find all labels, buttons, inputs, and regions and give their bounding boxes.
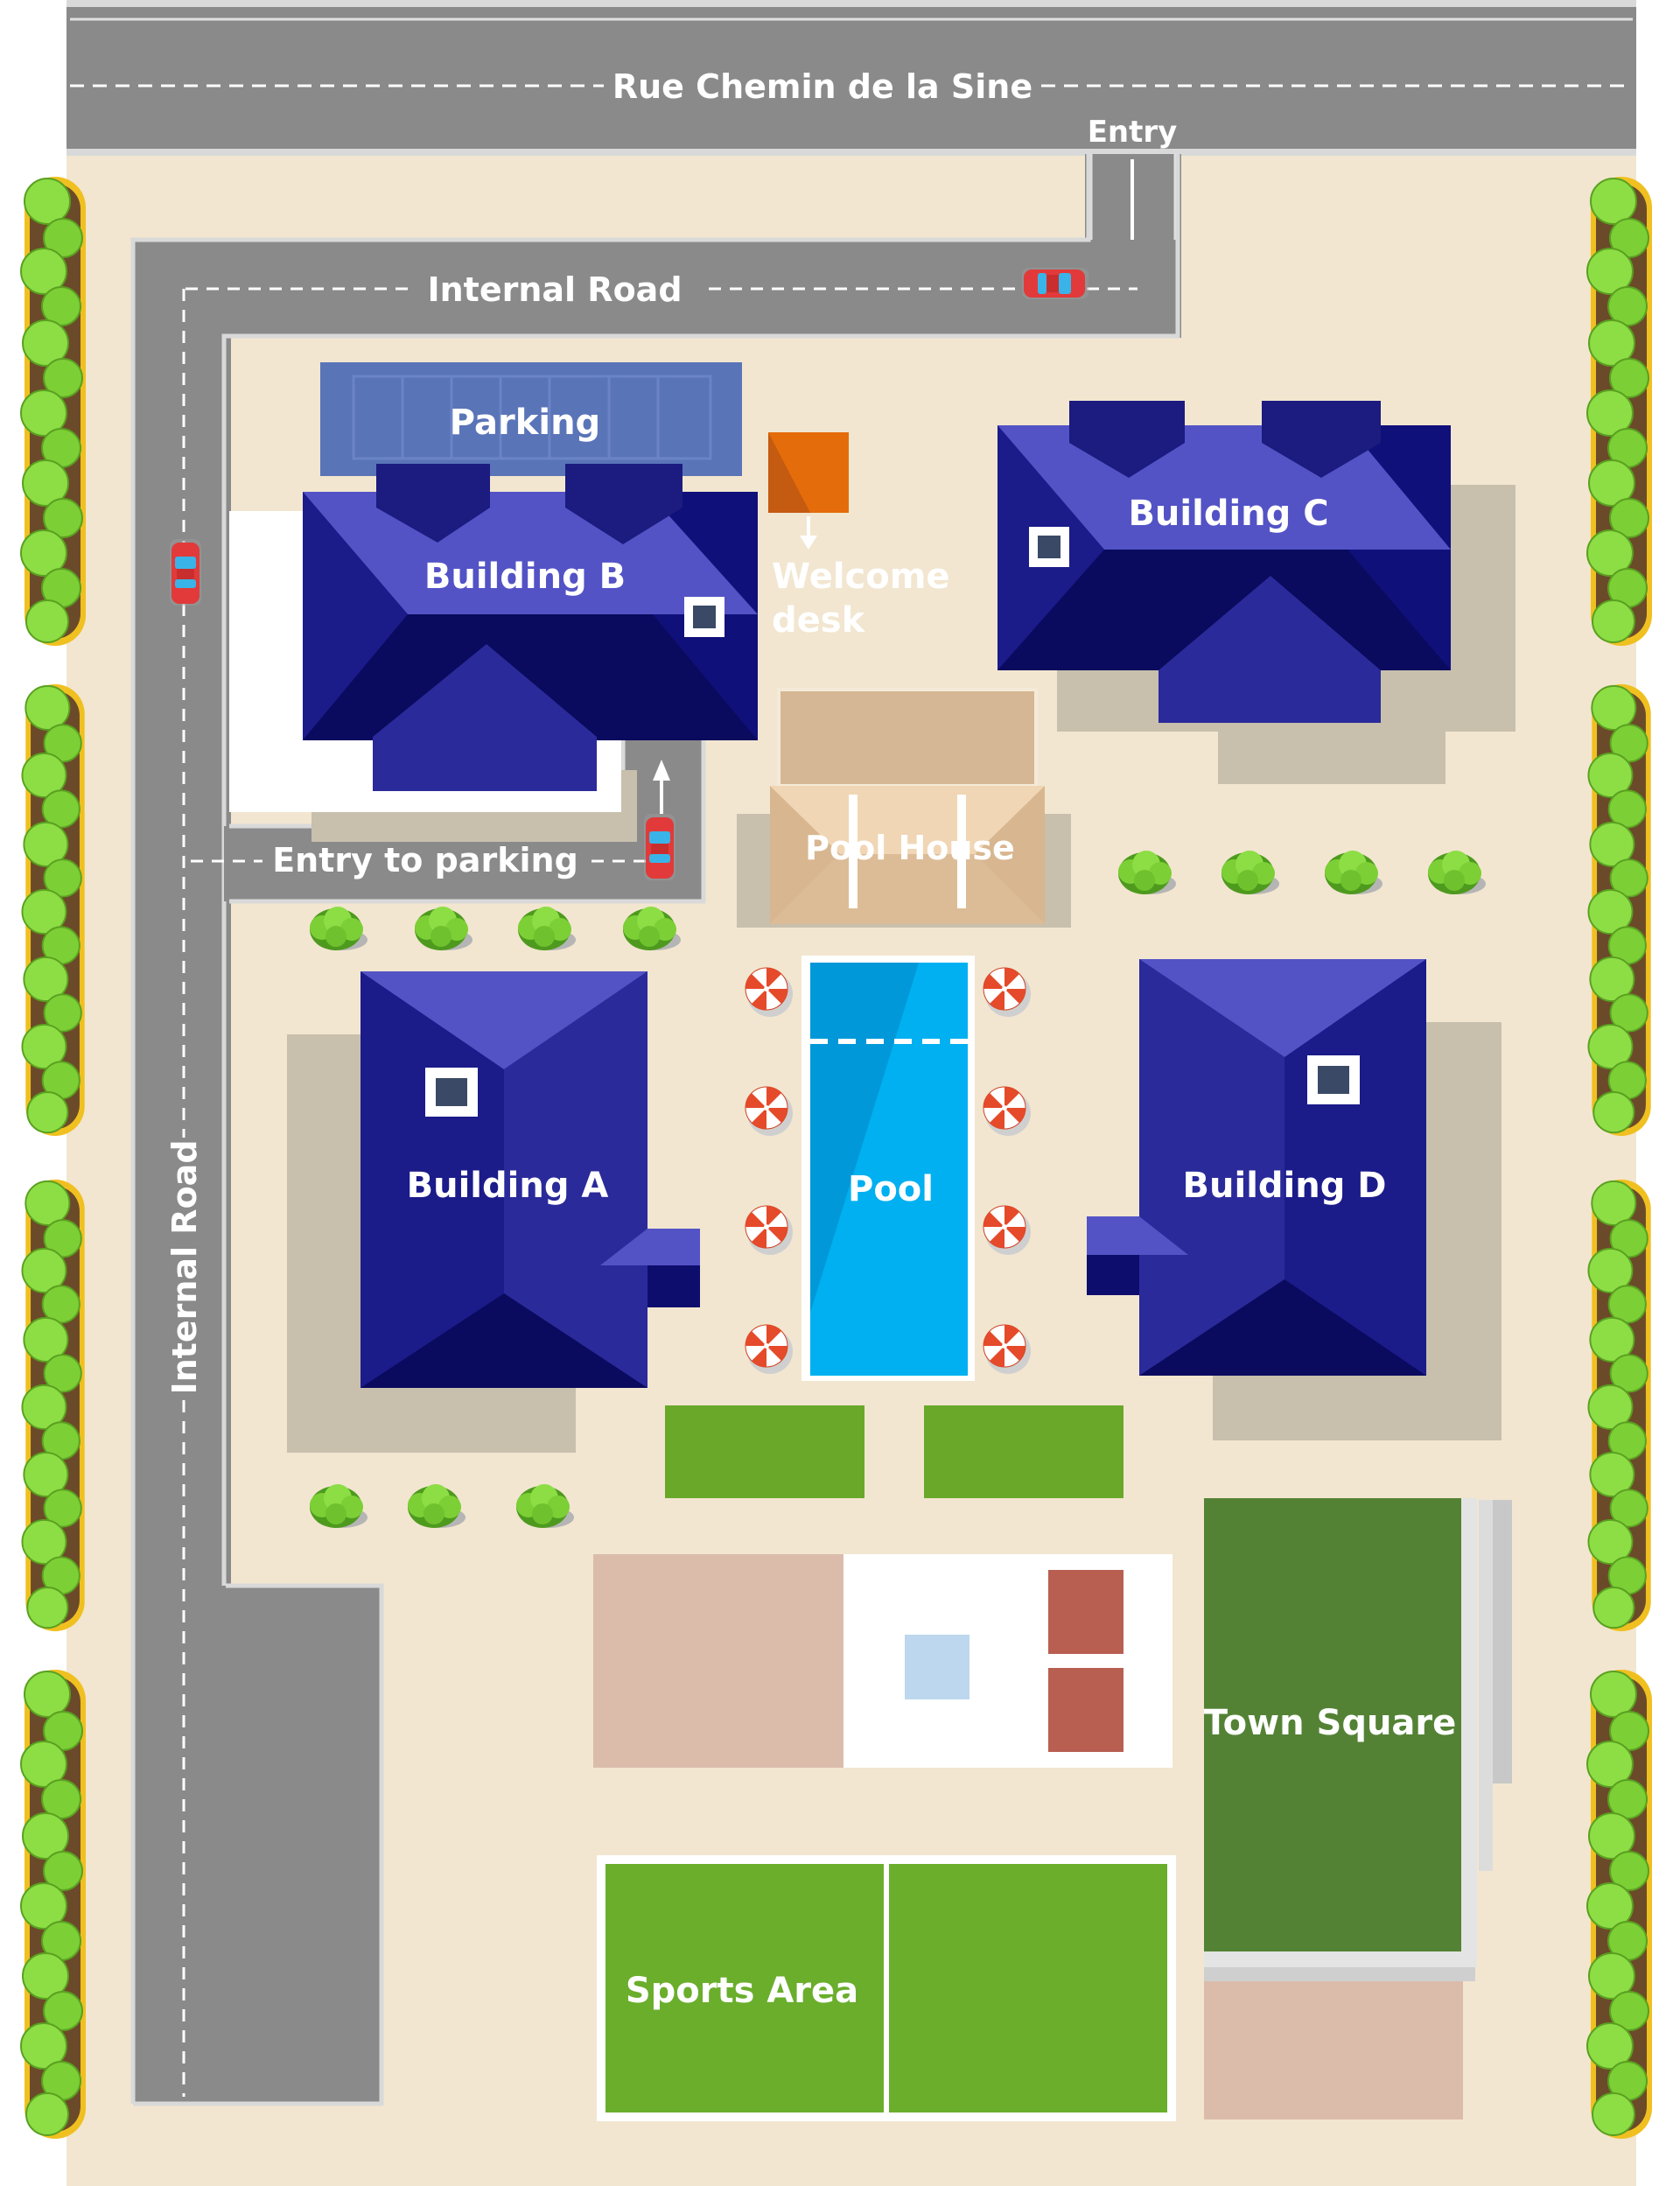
- main-road: [66, 0, 1636, 156]
- courtyard: [593, 1554, 1172, 1768]
- hedge-row-west: [20, 176, 87, 647]
- hedge-row-east: [1587, 1178, 1652, 1633]
- welcome-arrow-icon: [800, 536, 817, 550]
- car-icon: [644, 814, 676, 880]
- hedge-row-west: [21, 683, 86, 1138]
- pool-house[interactable]: [737, 688, 1071, 928]
- building-d-label: Building D: [1183, 1166, 1387, 1206]
- main-road-label: Rue Chemin de la Sine: [612, 67, 1032, 106]
- welcome-desk-label-line1: Welcome: [772, 557, 950, 597]
- town-square[interactable]: [1204, 1498, 1512, 2119]
- hedge-row-east: [1586, 1669, 1653, 2140]
- car-icon: [170, 539, 201, 606]
- parking-arrow-icon: [653, 760, 670, 781]
- building-d[interactable]: [1087, 959, 1426, 1376]
- building-a[interactable]: [360, 971, 700, 1388]
- car-icon: [1022, 268, 1088, 299]
- town-square-label: Town Square: [1204, 1703, 1457, 1743]
- building-a-label: Building A: [407, 1166, 609, 1206]
- internal-road: [130, 154, 1181, 2106]
- pool-label: Pool: [848, 1169, 934, 1209]
- hedge-row-east: [1587, 683, 1652, 1138]
- sports-area-label: Sports Area: [626, 1971, 858, 2011]
- pool-house-label: Pool House: [805, 829, 1015, 867]
- welcome-desk-label-line2: desk: [772, 600, 866, 641]
- parking-lot: [320, 362, 742, 476]
- hedge-row-west: [20, 1669, 87, 2140]
- entry-to-parking-label: Entry to parking: [272, 841, 578, 879]
- lawn: [924, 1405, 1124, 1498]
- building-footprint: [1218, 726, 1446, 784]
- building-c[interactable]: [998, 401, 1451, 723]
- building-c-label: Building C: [1128, 494, 1328, 534]
- hedge-row-west: [21, 1178, 86, 1633]
- building-b[interactable]: [229, 464, 758, 812]
- internal-road-top-label: Internal Road: [427, 270, 682, 309]
- entry-label: Entry: [1088, 115, 1178, 150]
- pool[interactable]: [802, 956, 975, 1381]
- internal-road-side-label: Internal Road: [165, 1139, 204, 1394]
- lawn: [665, 1405, 864, 1498]
- sports-area[interactable]: [597, 1855, 1176, 2121]
- hedge-row-east: [1586, 176, 1653, 647]
- building-b-label: Building B: [424, 557, 626, 597]
- welcome-desk-shade: [768, 432, 810, 513]
- parking-label: Parking: [450, 403, 600, 443]
